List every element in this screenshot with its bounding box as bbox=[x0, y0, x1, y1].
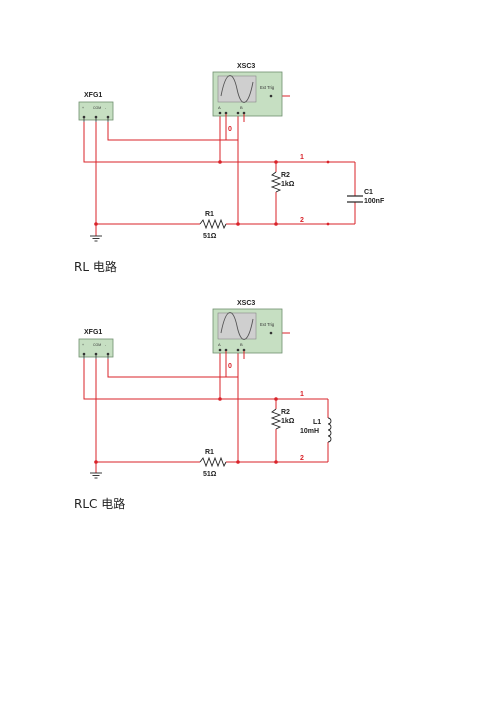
c1-value: 100nF bbox=[364, 198, 385, 205]
resistor-icon bbox=[270, 171, 282, 193]
r1-value: 51Ω bbox=[203, 471, 217, 478]
r1-name: R1 bbox=[205, 449, 214, 456]
scope-channel-a-pin[interactable] bbox=[218, 348, 222, 352]
ground-icon bbox=[90, 235, 102, 242]
fg-terminal-label: - bbox=[105, 343, 107, 347]
fg-terminal-label: + bbox=[82, 343, 84, 347]
wires bbox=[83, 95, 356, 236]
wire-fg-to-node1 bbox=[83, 359, 276, 400]
scope-trigger-label: Ext Trig bbox=[260, 322, 275, 327]
junction-dot bbox=[274, 222, 278, 226]
fg-terminal-pin[interactable] bbox=[94, 115, 98, 119]
scope-channel-b-pin[interactable] bbox=[236, 111, 240, 115]
scope-waveform-icon bbox=[220, 75, 254, 103]
scope-channel-a-pin[interactable] bbox=[218, 111, 222, 115]
scope-trigger-pin[interactable] bbox=[269, 94, 273, 98]
scope-channel-b-pin[interactable] bbox=[236, 348, 240, 352]
node-label: 2 bbox=[300, 217, 304, 224]
fg-terminal-label: + bbox=[82, 106, 84, 110]
fg-terminal-label: COM bbox=[93, 106, 101, 110]
scope-waveform-icon bbox=[220, 312, 254, 340]
resistor-icon bbox=[199, 218, 227, 230]
node-label: 1 bbox=[300, 391, 304, 398]
node-label: 2 bbox=[300, 455, 304, 462]
scope-trigger-label: Ext Trig bbox=[260, 85, 275, 90]
rc-circuit-diagram: XFG1 + COM - XSC3 Ext Trig A B R1 bbox=[78, 63, 385, 242]
scope-channel-b-label: B bbox=[240, 105, 243, 110]
scope-channel-a-label: A bbox=[218, 105, 221, 110]
junction-dot bbox=[274, 397, 278, 401]
r2-value: 1kΩ bbox=[281, 418, 295, 425]
junction-dot bbox=[326, 160, 330, 164]
wire-fg-to-node1 bbox=[83, 122, 276, 163]
capacitor-c1[interactable]: C1 100nF bbox=[347, 189, 385, 205]
wire-ground-rail bbox=[95, 122, 200, 225]
r1-value: 51Ω bbox=[203, 233, 217, 240]
junction-dot bbox=[94, 460, 98, 464]
junction-dot bbox=[94, 222, 98, 226]
inductor-icon bbox=[327, 417, 332, 443]
junction-dot bbox=[274, 460, 278, 464]
node-label: 0 bbox=[228, 126, 232, 133]
junctions bbox=[94, 160, 330, 226]
r2-name: R2 bbox=[281, 172, 290, 179]
fg-label: XFG1 bbox=[84, 329, 102, 336]
scope-channel-a-pin[interactable] bbox=[224, 348, 228, 352]
junction-dot bbox=[218, 160, 222, 164]
caption-rl: RL 电路 bbox=[74, 260, 117, 274]
ground-icon bbox=[90, 472, 102, 479]
rlc-circuit-diagram: XFG1 + COM - XSC3 Ext Trig A B R1 bbox=[78, 300, 332, 479]
resistor-r1[interactable]: R1 51Ω bbox=[199, 211, 227, 240]
fg-terminal-label: COM bbox=[93, 343, 101, 347]
function-generator[interactable]: XFG1 + COM - bbox=[78, 92, 114, 122]
scope-channel-a-label: A bbox=[218, 342, 221, 347]
fg-terminal-label: - bbox=[105, 106, 107, 110]
inductor-l1[interactable]: L1 10mH bbox=[300, 417, 332, 443]
function-generator[interactable]: XFG1 + COM - bbox=[78, 329, 114, 359]
resistor-r1[interactable]: R1 51Ω bbox=[199, 449, 227, 478]
resistor-r2[interactable]: R2 1kΩ bbox=[270, 408, 295, 430]
fg-label: XFG1 bbox=[84, 92, 102, 99]
junction-dot bbox=[236, 222, 240, 226]
r2-value: 1kΩ bbox=[281, 181, 295, 188]
oscilloscope[interactable]: XSC3 Ext Trig A B bbox=[212, 300, 283, 377]
wire-ground-rail bbox=[95, 359, 200, 463]
fg-terminal-pin[interactable] bbox=[106, 115, 110, 119]
scope-channel-b-pin[interactable] bbox=[242, 348, 246, 352]
scope-trigger-pin[interactable] bbox=[269, 331, 273, 335]
r2-name: R2 bbox=[281, 409, 290, 416]
oscilloscope[interactable]: XSC3 Ext Trig A B bbox=[212, 63, 283, 140]
resistor-r2[interactable]: R2 1kΩ bbox=[270, 171, 295, 193]
scope-label: XSC3 bbox=[237, 300, 255, 307]
node-label: 1 bbox=[300, 154, 304, 161]
l1-value: 10mH bbox=[300, 428, 319, 435]
fg-terminal-pin[interactable] bbox=[94, 352, 98, 356]
junction-dot bbox=[274, 160, 278, 164]
c1-name: C1 bbox=[364, 189, 373, 196]
scope-channel-a-pin[interactable] bbox=[224, 111, 228, 115]
scope-channel-b-pin[interactable] bbox=[242, 111, 246, 115]
junction-dot bbox=[326, 222, 330, 226]
wire-scope-return bbox=[107, 114, 239, 141]
caption-rlc: RLC 电路 bbox=[74, 497, 126, 511]
junction-dot bbox=[218, 397, 222, 401]
fg-terminal-pin[interactable] bbox=[106, 352, 110, 356]
r1-name: R1 bbox=[205, 211, 214, 218]
junctions bbox=[94, 397, 278, 464]
scope-channel-b-label: B bbox=[240, 342, 243, 347]
scope-label: XSC3 bbox=[237, 63, 255, 70]
node-label: 0 bbox=[228, 363, 232, 370]
fg-terminal-pin[interactable] bbox=[82, 352, 86, 356]
junction-dot bbox=[236, 460, 240, 464]
resistor-icon bbox=[199, 456, 227, 468]
wire-scope-return bbox=[107, 351, 239, 378]
fg-terminal-pin[interactable] bbox=[82, 115, 86, 119]
resistor-icon bbox=[270, 408, 282, 430]
l1-name: L1 bbox=[313, 419, 321, 426]
